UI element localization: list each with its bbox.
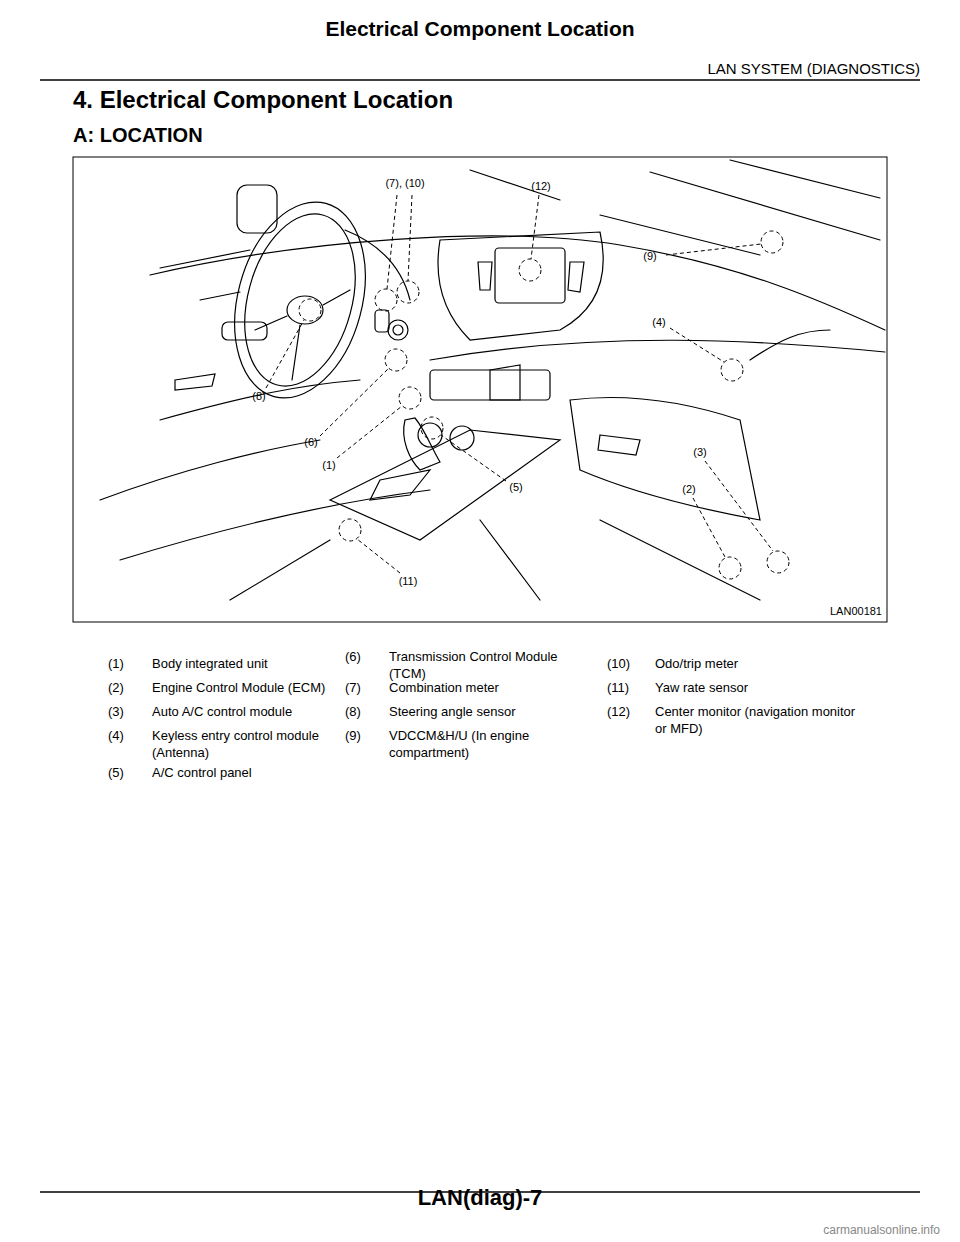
callout-number: (9)	[643, 248, 656, 265]
item-name: Engine Control Module (ECM)	[152, 679, 332, 696]
item-number: (3)	[108, 703, 124, 720]
item-name: Combination meter	[389, 679, 594, 696]
item-name: Body integrated unit	[152, 655, 332, 672]
item-number: (12)	[607, 703, 630, 720]
item-name: Yaw rate sensor	[655, 679, 870, 696]
header-rule	[40, 79, 920, 81]
item-number: (2)	[108, 679, 124, 696]
leader-lines	[266, 195, 773, 573]
figure-code: LAN00181	[830, 603, 882, 620]
watermark: carmanualsonline.info	[823, 1222, 940, 1239]
item-name: A/C control panel	[152, 764, 332, 781]
item-number: (5)	[108, 764, 124, 781]
item-name: Auto A/C control module	[152, 703, 332, 720]
running-header: Electrical Component Location	[325, 15, 634, 42]
callout-number: (8)	[252, 388, 265, 405]
callout-number: (12)	[531, 178, 551, 195]
item-number: (4)	[108, 727, 124, 744]
page-number: LAN(diag)-7	[418, 1184, 543, 1212]
callout-number: (4)	[652, 314, 665, 331]
item-name: Odo/trip meter	[655, 655, 870, 672]
location-circles	[299, 231, 789, 579]
item-name: Steering angle sensor	[389, 703, 594, 720]
figure-frame	[73, 157, 887, 622]
subsection-title: A: LOCATION	[73, 122, 203, 148]
callout-number: (5)	[509, 479, 522, 496]
item-number: (7)	[345, 679, 361, 696]
callout-number: (2)	[682, 481, 695, 498]
item-name: Center monitor (navigation monitor or MF…	[655, 703, 870, 737]
item-number: (10)	[607, 655, 630, 672]
item-name: Transmission Control Module (TCM)	[389, 648, 594, 682]
callout-number: (6)	[304, 434, 317, 451]
item-number: (8)	[345, 703, 361, 720]
item-name: Keyless entry control module (Antenna)	[152, 727, 332, 761]
item-number: (6)	[345, 648, 361, 665]
callout-number: (11)	[399, 573, 418, 590]
callout-number: (1)	[322, 457, 335, 474]
item-name: VDCCM&H/U (In engine compartment)	[389, 727, 594, 761]
callout-number: (7), (10)	[385, 175, 424, 192]
callout-number: (3)	[693, 444, 706, 461]
item-number: (11)	[607, 679, 629, 696]
chapter-header: LAN SYSTEM (DIAGNOSTICS)	[707, 58, 920, 79]
item-number: (9)	[345, 727, 361, 744]
car-interior-drawing	[100, 160, 885, 600]
section-title: 4. Electrical Component Location	[73, 86, 453, 114]
item-number: (1)	[108, 655, 124, 672]
